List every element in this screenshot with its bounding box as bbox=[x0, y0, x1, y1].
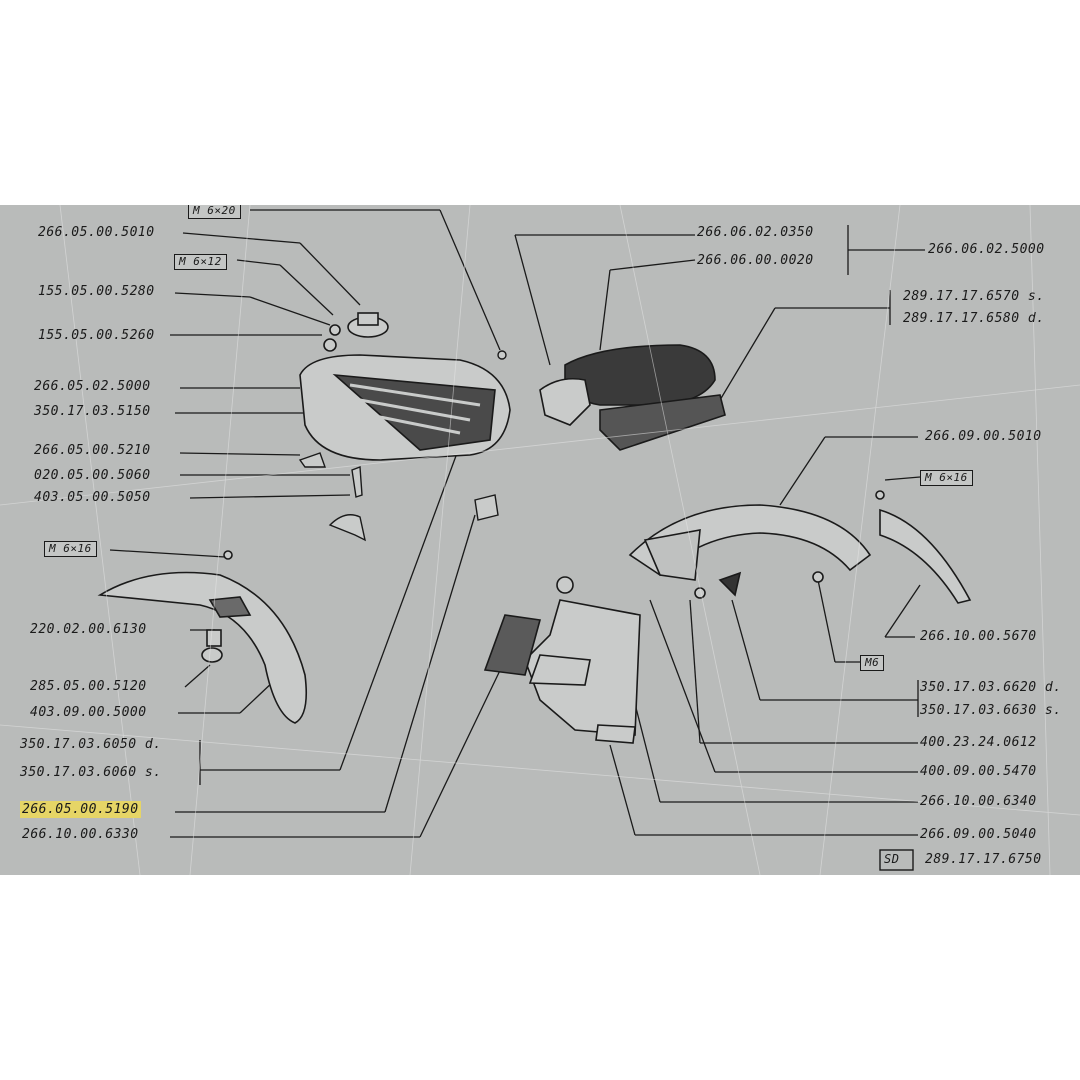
leader-line bbox=[649, 599, 716, 773]
leader-line bbox=[689, 599, 701, 744]
part-number-label: 266.05.00.5010 bbox=[38, 225, 155, 240]
leader-line bbox=[599, 269, 611, 351]
part-number-label: 350.17.03.5150 bbox=[34, 404, 151, 419]
part-number-label: 266.06.00.0020 bbox=[697, 253, 814, 268]
leader-line bbox=[182, 232, 301, 244]
leader-line bbox=[179, 452, 301, 456]
bolt-m6x16-tag: M 6×16 bbox=[920, 470, 973, 486]
leader-line bbox=[384, 514, 476, 813]
part-number-label: 350.17.03.6060 s. bbox=[20, 765, 162, 780]
leader-line bbox=[299, 242, 361, 306]
leader-line bbox=[239, 679, 276, 714]
bolt-m6x20-tag: M 6×20 bbox=[188, 205, 241, 219]
part-number-label: 155.05.00.5280 bbox=[38, 284, 155, 299]
part-number-label: 266.09.00.5040 bbox=[920, 827, 1037, 842]
leader-line bbox=[609, 744, 636, 836]
part-number-label: 350.17.03.6050 d. bbox=[20, 737, 162, 752]
leader-line bbox=[719, 307, 776, 401]
part-number-label: 289.17.17.6750 bbox=[925, 852, 1042, 867]
leader-line bbox=[817, 579, 836, 663]
leader-line bbox=[174, 292, 251, 298]
leader-line bbox=[249, 296, 331, 326]
part-number-label: 266.10.00.6340 bbox=[920, 794, 1037, 809]
leader-line bbox=[439, 209, 501, 351]
part-number-label: 403.09.00.5000 bbox=[30, 705, 147, 720]
part-number-label: 266.10.00.6330 bbox=[22, 827, 139, 842]
scratch-texture bbox=[0, 205, 1080, 875]
leader-line bbox=[779, 436, 826, 506]
part-number-label: 266.06.02.0350 bbox=[697, 225, 814, 240]
leader-line bbox=[731, 599, 761, 701]
part-number-label: 403.05.00.5050 bbox=[34, 490, 151, 505]
leader-line bbox=[184, 664, 211, 688]
leader-line bbox=[109, 549, 226, 558]
license-plate-bracket-drawing bbox=[483, 576, 641, 744]
part-number-label: 400.23.24.0612 bbox=[920, 735, 1037, 750]
part-number-label: 266.05.00.5210 bbox=[34, 443, 151, 458]
sd-box bbox=[879, 849, 914, 871]
leader-line bbox=[279, 264, 334, 316]
leader-line bbox=[236, 259, 281, 266]
part-number-label: 289.17.17.6580 d. bbox=[903, 311, 1045, 326]
part-number-label: 289.17.17.6570 s. bbox=[903, 289, 1045, 304]
diagram-drawing bbox=[0, 205, 1080, 875]
bolt-m6x16-tag: M 6×16 bbox=[44, 541, 97, 557]
part-number-label: 285.05.00.5120 bbox=[30, 679, 147, 694]
part-number-label: 266.09.00.5010 bbox=[925, 429, 1042, 444]
highlighted-part-number: 266.05.00.5190 bbox=[20, 801, 141, 818]
bolt-m6x12-tag: M 6×12 bbox=[174, 254, 227, 270]
part-number-label: 266.06.02.5000 bbox=[928, 242, 1045, 257]
leader-line bbox=[339, 444, 461, 771]
petcock-drawing bbox=[298, 350, 507, 542]
part-number-label: 350.17.03.6630 s. bbox=[920, 703, 1062, 718]
part-number-label: 350.17.03.6620 d. bbox=[920, 680, 1062, 695]
part-number-label: 220.02.00.6130 bbox=[30, 622, 147, 637]
nut-m6-tag: M6 bbox=[860, 655, 885, 671]
parts-diagram-sheet: M 6×20 266.05.00.5010 M 6×12 155.05.00.5… bbox=[0, 205, 1080, 875]
rear-mudguard-drawing bbox=[628, 490, 972, 604]
sd-tag: SD bbox=[884, 852, 900, 866]
part-number-label: 155.05.00.5260 bbox=[38, 328, 155, 343]
leader-line bbox=[419, 659, 506, 838]
fuel-tank-drawing bbox=[299, 312, 511, 461]
leader-line bbox=[514, 234, 551, 366]
part-number-label: 020.05.00.5060 bbox=[34, 468, 151, 483]
leader-line bbox=[884, 584, 921, 638]
part-number-label: 400.09.00.5470 bbox=[920, 764, 1037, 779]
part-number-label: 266.10.00.5670 bbox=[920, 629, 1037, 644]
leader-line bbox=[189, 494, 351, 499]
part-number-label: 266.05.02.5000 bbox=[34, 379, 151, 394]
seat-drawing bbox=[539, 344, 726, 451]
leader-line bbox=[609, 259, 696, 271]
front-mudguard-drawing bbox=[97, 550, 308, 724]
leader-line bbox=[884, 476, 921, 481]
